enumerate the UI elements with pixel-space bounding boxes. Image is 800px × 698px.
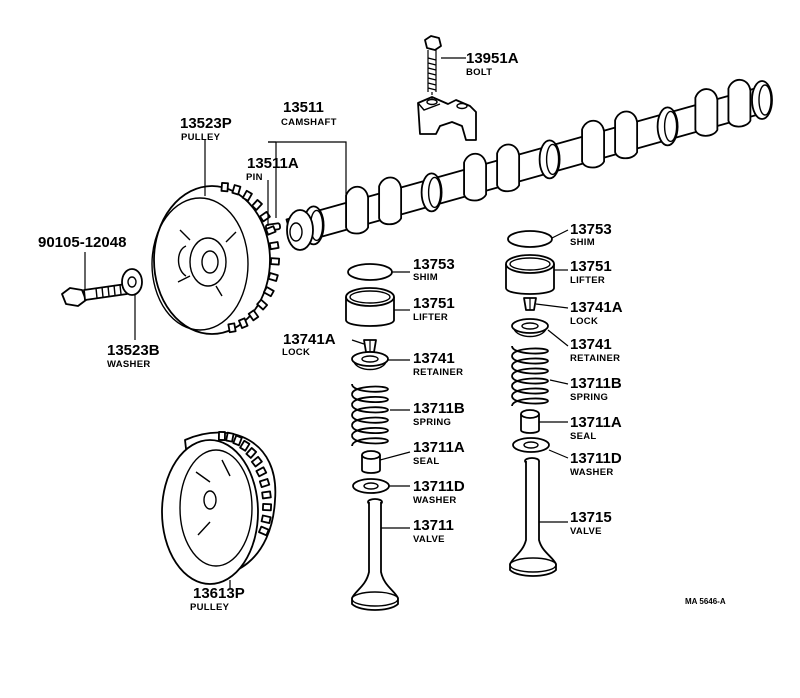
- washer-b-name: WASHER: [570, 467, 614, 478]
- bolt-illustration: [424, 35, 442, 100]
- camshaft-illustration: [285, 78, 773, 251]
- valve-a-name: VALVE: [413, 534, 445, 545]
- shim-a-number: 13753: [413, 256, 455, 273]
- lock-a-name: LOCK: [282, 347, 310, 358]
- bolt-name: BOLT: [466, 67, 492, 78]
- diagram-code: MA 5646-A: [685, 597, 726, 606]
- bottom-pulley-illustration: [161, 431, 277, 585]
- leader-lines: [84, 57, 569, 588]
- pin-number: 13511A: [247, 155, 299, 172]
- retainer-a-number: 13741: [413, 350, 455, 367]
- pulley-number: 13523P: [180, 115, 232, 132]
- washer-number: 13523B: [107, 342, 160, 359]
- lifter-b-name: LIFTER: [570, 275, 605, 286]
- lock-b-number: 13741A: [570, 299, 623, 316]
- spring-b-name: SPRING: [570, 392, 608, 403]
- bottom-pulley-name: PULLEY: [190, 602, 230, 613]
- pulley-bolt-illustration: [61, 283, 128, 307]
- pulley-bolt-number: 90105-12048: [38, 234, 126, 251]
- pulley-washer-illustration: [121, 268, 143, 296]
- bolt-number: 13951A: [466, 50, 519, 67]
- spring-a-number: 13711B: [413, 400, 465, 417]
- cam-pulley-illustration: [151, 182, 281, 335]
- pulley-name: PULLEY: [181, 132, 221, 143]
- bottom-pulley-number: 13613P: [193, 585, 245, 602]
- seal-b-name: SEAL: [570, 431, 597, 442]
- spring-b-number: 13711B: [570, 375, 622, 392]
- valve-b-name: VALVE: [570, 526, 602, 537]
- valve-b-number: 13715: [570, 509, 612, 526]
- seal-a-name: SEAL: [413, 456, 440, 467]
- washer-name: WASHER: [107, 359, 151, 370]
- spring-a-name: SPRING: [413, 417, 451, 428]
- bearing-cap-illustration: [417, 96, 477, 141]
- lifter-a-name: LIFTER: [413, 312, 448, 323]
- valve-stack-a: [345, 263, 399, 611]
- camshaft-number: 13511: [283, 99, 324, 116]
- washer-b-number: 13711D: [570, 450, 622, 467]
- shim-a-name: SHIM: [413, 272, 438, 283]
- retainer-a-name: RETAINER: [413, 367, 463, 378]
- labels: 13951A BOLT 13511 CAMSHAFT 13511A PIN 13…: [38, 50, 726, 613]
- pin-name: PIN: [246, 172, 263, 183]
- valve-stack-b: [505, 230, 557, 577]
- washer-a-name: WASHER: [413, 495, 457, 506]
- valve-a-number: 13711: [413, 517, 454, 534]
- shim-b-number: 13753: [570, 221, 612, 238]
- camshaft-name: CAMSHAFT: [281, 117, 337, 128]
- retainer-b-number: 13741: [570, 336, 612, 353]
- retainer-b-name: RETAINER: [570, 353, 620, 364]
- lifter-a-number: 13751: [413, 295, 455, 312]
- lifter-b-number: 13751: [570, 258, 612, 275]
- shim-b-name: SHIM: [570, 237, 595, 248]
- seal-b-number: 13711A: [570, 414, 622, 431]
- lock-a-number: 13741A: [283, 331, 336, 348]
- lock-b-name: LOCK: [570, 316, 598, 327]
- washer-a-number: 13711D: [413, 478, 465, 495]
- seal-a-number: 13711A: [413, 439, 465, 456]
